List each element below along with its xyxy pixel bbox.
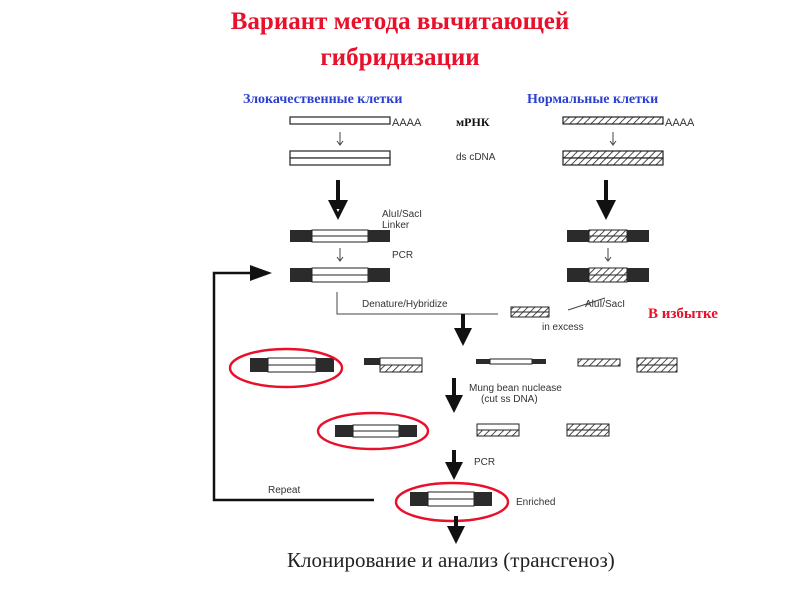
nuclease-product-hybrid bbox=[476, 423, 520, 437]
big-down-arrow-right bbox=[596, 180, 616, 220]
label-in-excess-ru: В избытке bbox=[648, 306, 718, 322]
highlight-ring-1 bbox=[228, 347, 344, 389]
highlight-ring-2 bbox=[316, 411, 430, 451]
small-down-arrow-left-2 bbox=[336, 248, 344, 262]
repeat-loop-line bbox=[212, 265, 374, 502]
label-pcr-2: PCR bbox=[474, 457, 496, 468]
label-pcr-1: PCR bbox=[392, 250, 414, 261]
label-ds-cdna: ds cDNA bbox=[456, 152, 496, 163]
highlight-ring-3 bbox=[394, 481, 510, 523]
label-repeat: Repeat bbox=[268, 485, 301, 496]
nuclease-product-tester bbox=[335, 424, 417, 438]
label-alu-linker-2: Linker bbox=[382, 220, 410, 231]
connector-line-right bbox=[567, 297, 606, 311]
big-down-arrow-center-1 bbox=[454, 314, 472, 346]
mrna-strand-left bbox=[289, 116, 391, 125]
hybrid-single-strands bbox=[476, 358, 546, 365]
hybrid-tester-tester bbox=[250, 357, 334, 373]
header-malignant-cells: Злокачественные клетки bbox=[243, 92, 403, 107]
label-aaaa-left: AAAA bbox=[392, 117, 422, 129]
linker-ligated-fragment-left bbox=[290, 229, 390, 243]
label-in-excess: in excess bbox=[542, 322, 584, 333]
label-alu-linker-1: AluI/SacI bbox=[382, 209, 423, 220]
title-line-1: Вариант метода вычитающей bbox=[230, 8, 570, 35]
header-normal-cells: Нормальные клетки bbox=[527, 92, 659, 107]
mrna-strand-right bbox=[562, 116, 664, 125]
label-mung-bean-1: Mung bean nuclease bbox=[469, 383, 562, 394]
small-down-arrow-right-2 bbox=[604, 248, 612, 262]
hybrid-driver-single bbox=[577, 358, 621, 367]
label-mrna: мРНК bbox=[456, 115, 490, 129]
enriched-product bbox=[410, 491, 492, 507]
ds-cdna-right bbox=[562, 150, 664, 166]
footer-caption: Клонирование и анализ (трансгеноз) bbox=[287, 548, 615, 572]
label-aaaa-right: AAAA bbox=[665, 117, 695, 129]
ds-cdna-left bbox=[289, 150, 391, 166]
big-down-arrow-center-3 bbox=[445, 450, 463, 480]
big-down-arrow-center-2 bbox=[445, 378, 463, 413]
title-line-2: гибридизации bbox=[320, 44, 480, 71]
label-denature-hybridize: Denature/Hybridize bbox=[362, 299, 448, 310]
label-enriched: Enriched bbox=[516, 497, 556, 508]
small-down-arrow-right-1 bbox=[609, 132, 617, 146]
label-alu-right: AluI/SacI bbox=[585, 299, 626, 310]
hybrid-overhang-1 bbox=[364, 357, 423, 373]
hybrid-driver-driver bbox=[636, 357, 678, 373]
small-down-arrow-left-1 bbox=[336, 132, 344, 146]
svg-text:▾: ▾ bbox=[336, 207, 339, 214]
label-mung-bean-2: (cut ss DNA) bbox=[481, 394, 538, 405]
pcr-product-right bbox=[567, 267, 649, 283]
linker-ligated-fragment-right bbox=[567, 229, 649, 243]
big-down-arrow-left: ▾ bbox=[328, 180, 348, 220]
big-down-arrow-center-4 bbox=[447, 516, 465, 544]
nuclease-product-driver bbox=[566, 423, 610, 437]
excess-normal-fragment bbox=[510, 306, 550, 318]
pcr-product-left bbox=[290, 267, 390, 283]
connector-line-left bbox=[336, 292, 498, 315]
